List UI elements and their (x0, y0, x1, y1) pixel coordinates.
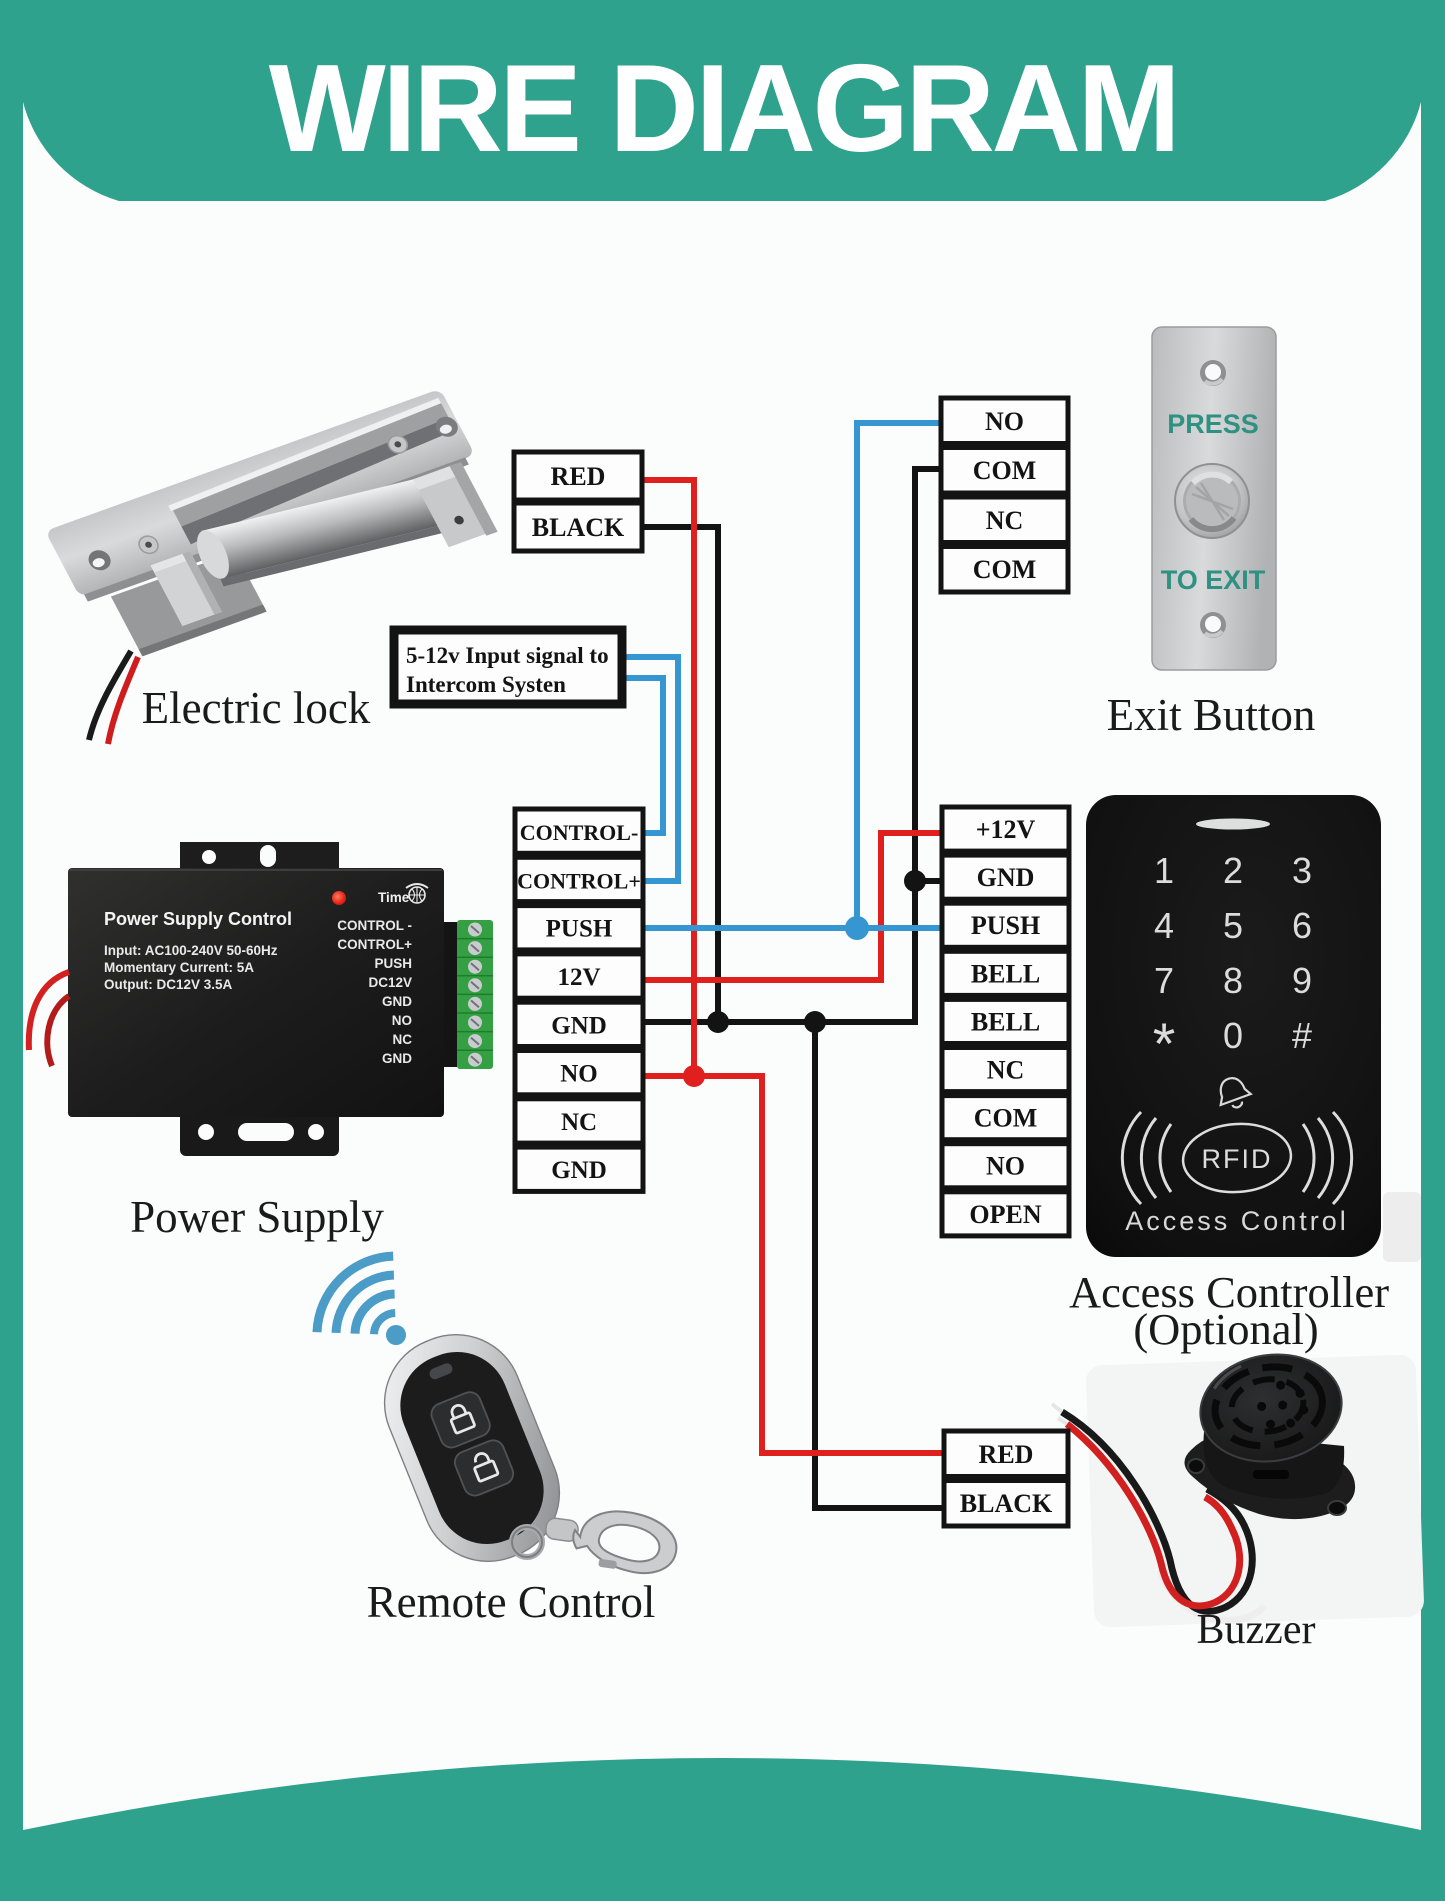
svg-text:12V: 12V (557, 964, 600, 991)
svg-text:Output: DC12V 3.5A: Output: DC12V 3.5A (104, 977, 233, 992)
svg-text:9: 9 (1292, 960, 1312, 1001)
svg-text:1: 1 (1154, 850, 1174, 891)
svg-text:GND: GND (382, 994, 412, 1009)
svg-text:6: 6 (1292, 905, 1312, 946)
svg-text:NO: NO (985, 407, 1024, 436)
svg-text:4: 4 (1154, 905, 1174, 946)
svg-text:BLACK: BLACK (532, 513, 625, 542)
svg-text:BLACK: BLACK (960, 1489, 1053, 1518)
svg-text:Momentary Current: 5A: Momentary Current: 5A (104, 960, 254, 975)
svg-text:DC12V: DC12V (368, 975, 412, 990)
svg-text:+12V: +12V (976, 815, 1036, 844)
svg-text:Access Controller: Access Controller (1069, 1267, 1389, 1317)
svg-text:Input: AC100-240V 50-60Hz: Input: AC100-240V 50-60Hz (104, 943, 278, 958)
svg-text:NO: NO (986, 1152, 1025, 1181)
svg-text:NO: NO (560, 1061, 598, 1088)
svg-text:NC: NC (393, 1032, 413, 1047)
svg-text:8: 8 (1223, 960, 1243, 1001)
svg-text:5-12v Input signal to: 5-12v Input signal to (406, 643, 609, 668)
svg-text:*: * (1153, 1012, 1176, 1077)
svg-text:RED: RED (551, 462, 606, 491)
svg-text:CONTROL -: CONTROL - (337, 918, 412, 933)
svg-text:Intercom Systen: Intercom Systen (406, 672, 566, 697)
svg-text:RED: RED (979, 1440, 1034, 1469)
svg-text:NC: NC (561, 1109, 597, 1136)
svg-text:5: 5 (1223, 905, 1243, 946)
svg-text:Access Control: Access Control (1125, 1206, 1349, 1236)
svg-text:PUSH: PUSH (546, 916, 613, 943)
svg-text:7: 7 (1154, 960, 1174, 1001)
svg-text:COM: COM (973, 555, 1037, 584)
svg-text:(Optional): (Optional) (1133, 1304, 1318, 1354)
svg-text:PUSH: PUSH (971, 911, 1040, 940)
svg-text:0: 0 (1223, 1015, 1243, 1056)
svg-text:NC: NC (986, 506, 1024, 535)
svg-text:GND: GND (977, 863, 1035, 892)
svg-text:Remote Control: Remote Control (367, 1577, 656, 1627)
svg-text:GND: GND (382, 1051, 412, 1066)
svg-text:Exit Button: Exit Button (1107, 690, 1316, 740)
svg-text:PUSH: PUSH (374, 956, 412, 971)
svg-text:Time: Time (378, 890, 410, 905)
svg-text:2: 2 (1223, 850, 1243, 891)
svg-text:Buzzer: Buzzer (1197, 1607, 1316, 1653)
svg-text:GND: GND (551, 1157, 607, 1184)
svg-text:BELL: BELL (971, 1008, 1040, 1037)
svg-text:#: # (1292, 1015, 1312, 1056)
svg-text:CONTROL+: CONTROL+ (517, 868, 641, 893)
svg-text:WIRE DIAGRAM: WIRE DIAGRAM (269, 40, 1178, 178)
svg-text:Power Supply Control: Power Supply Control (104, 909, 292, 929)
svg-text:TO EXIT: TO EXIT (1161, 565, 1266, 595)
svg-text:CONTROL+: CONTROL+ (337, 937, 412, 952)
svg-text:3: 3 (1292, 850, 1312, 891)
svg-text:NO: NO (392, 1013, 412, 1028)
svg-text:RFID: RFID (1202, 1144, 1273, 1174)
svg-text:COM: COM (973, 456, 1037, 485)
svg-text:BELL: BELL (971, 959, 1040, 988)
svg-text:PRESS: PRESS (1167, 409, 1259, 439)
svg-text:NC: NC (987, 1056, 1025, 1085)
svg-text:GND: GND (551, 1012, 607, 1039)
svg-text:OPEN: OPEN (969, 1200, 1041, 1229)
svg-text:CONTROL-: CONTROL- (520, 820, 639, 845)
svg-text:Electric lock: Electric lock (142, 683, 371, 733)
svg-text:Power Supply: Power Supply (130, 1192, 384, 1242)
svg-text:COM: COM (974, 1104, 1038, 1133)
